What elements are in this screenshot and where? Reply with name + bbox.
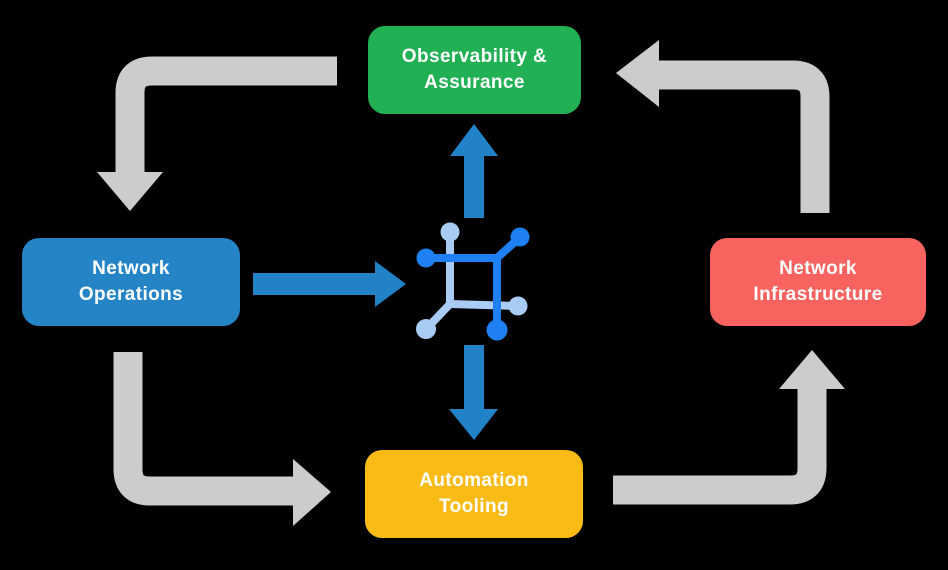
arrow-operations-to-automation [113,352,331,526]
node-network-operations: Network Operations [22,238,240,326]
arrow-observability-to-operations [97,56,337,211]
node-label-line: Network [779,258,857,279]
node-label-line: Observability & [401,46,548,67]
arrow-operations-to-center [253,261,406,307]
arrow-automation-to-infrastructure [613,350,845,505]
node-label-line: Network [92,258,170,279]
node-automation-tooling: Automation Tooling [365,450,583,538]
node-label-line: Assurance [424,72,525,93]
node-network-infrastructure: Network Infrastructure [710,238,926,326]
node-label-line: Operations [78,284,184,305]
network-mesh-icon [416,222,530,341]
node-label-line: Infrastructure [753,284,883,305]
node-observability-assurance: Observability & Assurance [368,26,581,114]
arrow-center-to-automation [449,345,498,440]
node-label-line: Automation [419,470,529,491]
arrow-infrastructure-to-observability [616,40,830,213]
node-label-line: Tooling [439,496,509,517]
arrow-center-to-observability [450,124,498,218]
